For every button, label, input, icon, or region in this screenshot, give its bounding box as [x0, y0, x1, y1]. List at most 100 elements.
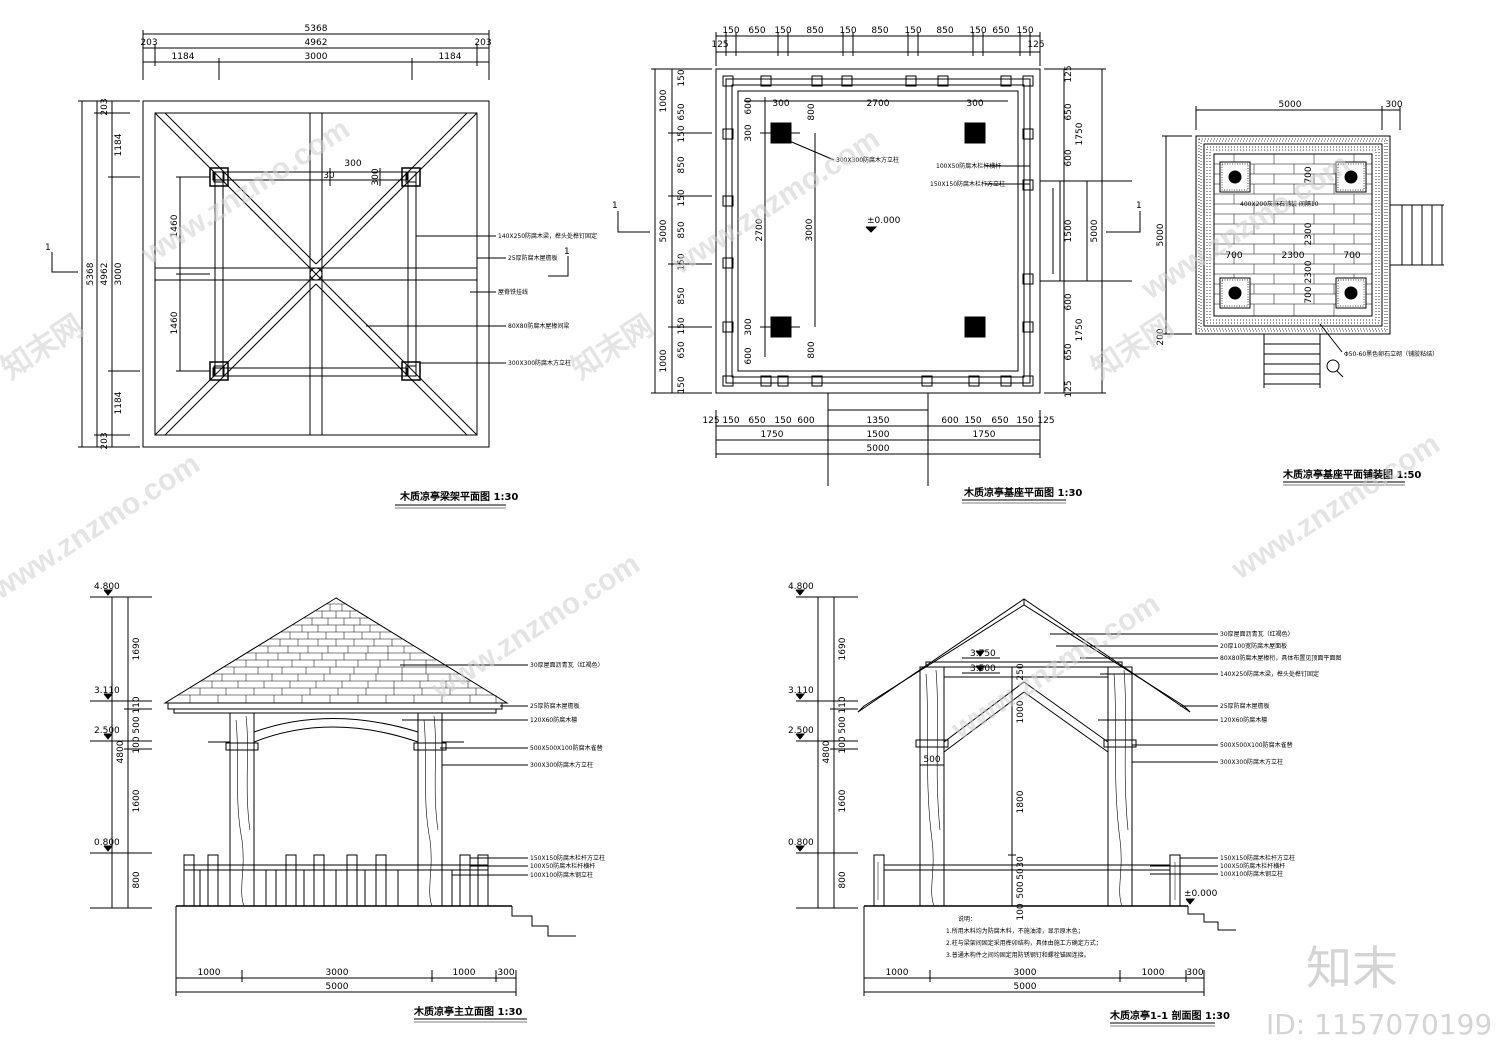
elev-dim-bottom-0: 1000 [198, 968, 221, 978]
pave-dim-v-mid: 2300 [1304, 222, 1314, 245]
sec-note-6: 500X500X100防腐木雀替 [1220, 741, 1293, 749]
roof-dim-top-inner: 4962 [305, 38, 328, 48]
base-plan-title: 木质凉亭基座平面图 1:30 [963, 486, 1082, 499]
watermark-site-7: www.znzmo.com [1225, 427, 1446, 586]
roof-dim-top-mid: 3000 [305, 52, 328, 62]
roof-dim-left-inner: 4962 [100, 263, 110, 286]
elev-dim-left-3: 4800 [116, 740, 126, 763]
pave-dim-v-top: 700 [1304, 166, 1314, 183]
base-dim-left-13: 150 [677, 376, 687, 393]
roof-dim-beam-width: 300 [371, 168, 381, 185]
roof-dim-top-eave-left: 203 [140, 38, 157, 48]
base-dim-inner-0: 300 [772, 99, 789, 109]
base-dim-top-5: 850 [871, 26, 888, 36]
elev-note-0: 30厚屋面沥青瓦（红褐色） [530, 661, 604, 669]
base-dim-right-9: 125 [1064, 380, 1074, 397]
base-dim-bottom-10: 125 [1037, 416, 1054, 426]
base-note-column: 300X300防腐木方立柱 [836, 156, 899, 164]
sec-dim-inner-0: 250 [1016, 663, 1026, 680]
base-dim-top-10: 150 [1016, 26, 1033, 36]
pave-dim-top-step: 300 [1385, 100, 1402, 110]
base-dim-bottom-2: 650 [748, 416, 765, 426]
base-dim-right-8: 650 [1064, 343, 1074, 360]
base-dim-left-10: 150 [677, 189, 687, 206]
sec-dim-left-0: 1690 [838, 637, 848, 660]
base-dim-top-7: 850 [936, 26, 953, 36]
sec-dim-left-5: 1600 [838, 789, 848, 812]
elev-dim-bottom-4: 5000 [326, 982, 349, 992]
pave-dim-h-mid: 2300 [1282, 251, 1305, 261]
elev-note-6: 100X50防腐木栏杆横杆 [530, 862, 595, 870]
sec-remark-2: 2.柱与梁架间固定采用榫卯结构，具体由施工方确定方式； [946, 939, 1102, 947]
sec-note-2: 80X80防腐木屋椽桁，具体布置见顶面平面图 [1220, 654, 1341, 662]
sec-note-4: 25厚防腐木屋檐板 [1220, 702, 1270, 710]
watermark-brand-cn-3: 知末网 [1086, 309, 1179, 386]
base-dim-left-3: 850 [677, 221, 687, 238]
elev-note-1: 25厚防腐木屋檐板 [530, 702, 580, 710]
base-dim-inner-1: 2700 [867, 99, 890, 109]
base-dim-inner-3: 600 [744, 97, 754, 114]
sec-dim-inner-5: 50 [1016, 868, 1026, 880]
pave-note-granite: 400X200灰麻石铺装 间隔10 [1240, 200, 1319, 208]
roof-dim-left-lower: 1184 [114, 391, 124, 414]
base-dim-left-2: 850 [677, 156, 687, 173]
base-dim-right-6: 600 [1064, 293, 1074, 310]
sec-note-1: 20厚100宽防腐木屋面板 [1220, 642, 1287, 650]
image-id: ID: 1157070199 [1266, 1008, 1492, 1041]
sec-level-ground: ±0.000 [1184, 889, 1218, 899]
sec-note-10: 100X100防腐木钢立柱 [1220, 870, 1283, 878]
base-dim-left-9: 150 [677, 125, 687, 142]
elev-dim-left-0: 1690 [132, 637, 142, 660]
sec-level-beam-bottom: 3.500 [970, 664, 996, 674]
sec-dim-bottom-1: 3000 [1014, 968, 1037, 978]
roof-frame-plan [52, 30, 568, 508]
base-dim-left-7: 1000 [659, 349, 669, 372]
sec-dim-left-2: 500 [838, 716, 848, 733]
elev-note-7: 100X100防腐木钢立柱 [530, 871, 593, 879]
base-dim-bottom-4: 600 [797, 416, 814, 426]
base-plan [618, 32, 1140, 503]
sec-dim-left-4: 100 [838, 736, 848, 753]
sec-level-eave: 3.110 [788, 686, 814, 696]
sec-remark-3: 3.普通木构件之间均固定用防锈钢钉和螺栓锚固连接。 [946, 951, 1090, 959]
sec-remark-1: 1.所用木料均为防腐木料，不施油漆，显示原木色； [946, 927, 1084, 935]
base-dim-left-0: 1000 [659, 89, 669, 112]
sec-level-ridge: 4.800 [788, 582, 814, 592]
roof-note-column: 300X300防腐木方立柱 [508, 359, 571, 367]
base-dim-inner-2: 300 [966, 99, 983, 109]
roof-dim-inner-lower: 1460 [170, 311, 180, 334]
base-dim-right-4: 1500 [1064, 219, 1074, 242]
roof-plan-title: 木质凉亭梁架平面图 1:30 [399, 490, 518, 503]
roof-dim-top-left: 1184 [172, 52, 195, 62]
base-note-post: 150X150防腐木栏杆方立柱 [930, 180, 1005, 188]
roof-dim-inner-upper: 1460 [170, 214, 180, 237]
elev-note-2: 120X60防腐木檩 [530, 716, 577, 724]
base-dim-top-12: 125 [1027, 40, 1044, 50]
roof-dim-beam-depth: 300 [344, 159, 361, 169]
section-1-1 [796, 590, 1236, 1026]
roof-note-beam: 140X250防腐木梁，榫头处榫钉固定 [498, 232, 597, 240]
base-dim-inner-4: 800 [807, 103, 817, 120]
base-dim-top-6: 150 [904, 26, 921, 36]
base-dim-right-5: 5000 [1090, 219, 1100, 242]
base-dim-left-1: 650 [677, 103, 687, 120]
elev-note-3: 500X500X100防腐木雀替 [530, 744, 603, 752]
sec-note-0: 30厚屋面沥青瓦（红褐色） [1220, 630, 1294, 638]
base-dim-right-3: 600 [1064, 149, 1074, 166]
base-dim-bottom-14: 5000 [867, 444, 890, 454]
paving-plan [1162, 106, 1444, 485]
elev-dim-bottom-2: 1000 [453, 968, 476, 978]
pave-dim-left-height: 5000 [1156, 223, 1166, 246]
sec-level-brace: 2.500 [788, 726, 814, 736]
elev-dim-bottom-1: 3000 [326, 968, 349, 978]
elev-note-4: 300X300防腐木方立柱 [530, 761, 593, 769]
base-dim-right-2: 1750 [1075, 122, 1085, 145]
pave-note-pebble: Φ50-60黑色卵石立砌（铺胶粘结） [1344, 350, 1438, 358]
base-dim-inner-10: 600 [744, 347, 754, 364]
base-dim-inner-6: 3000 [805, 218, 815, 241]
pave-dim-h-right: 700 [1343, 251, 1360, 261]
base-dim-bottom-11: 1750 [761, 430, 784, 440]
base-dim-top-2: 150 [774, 26, 791, 36]
elev-dim-left-2: 500 [132, 716, 142, 733]
